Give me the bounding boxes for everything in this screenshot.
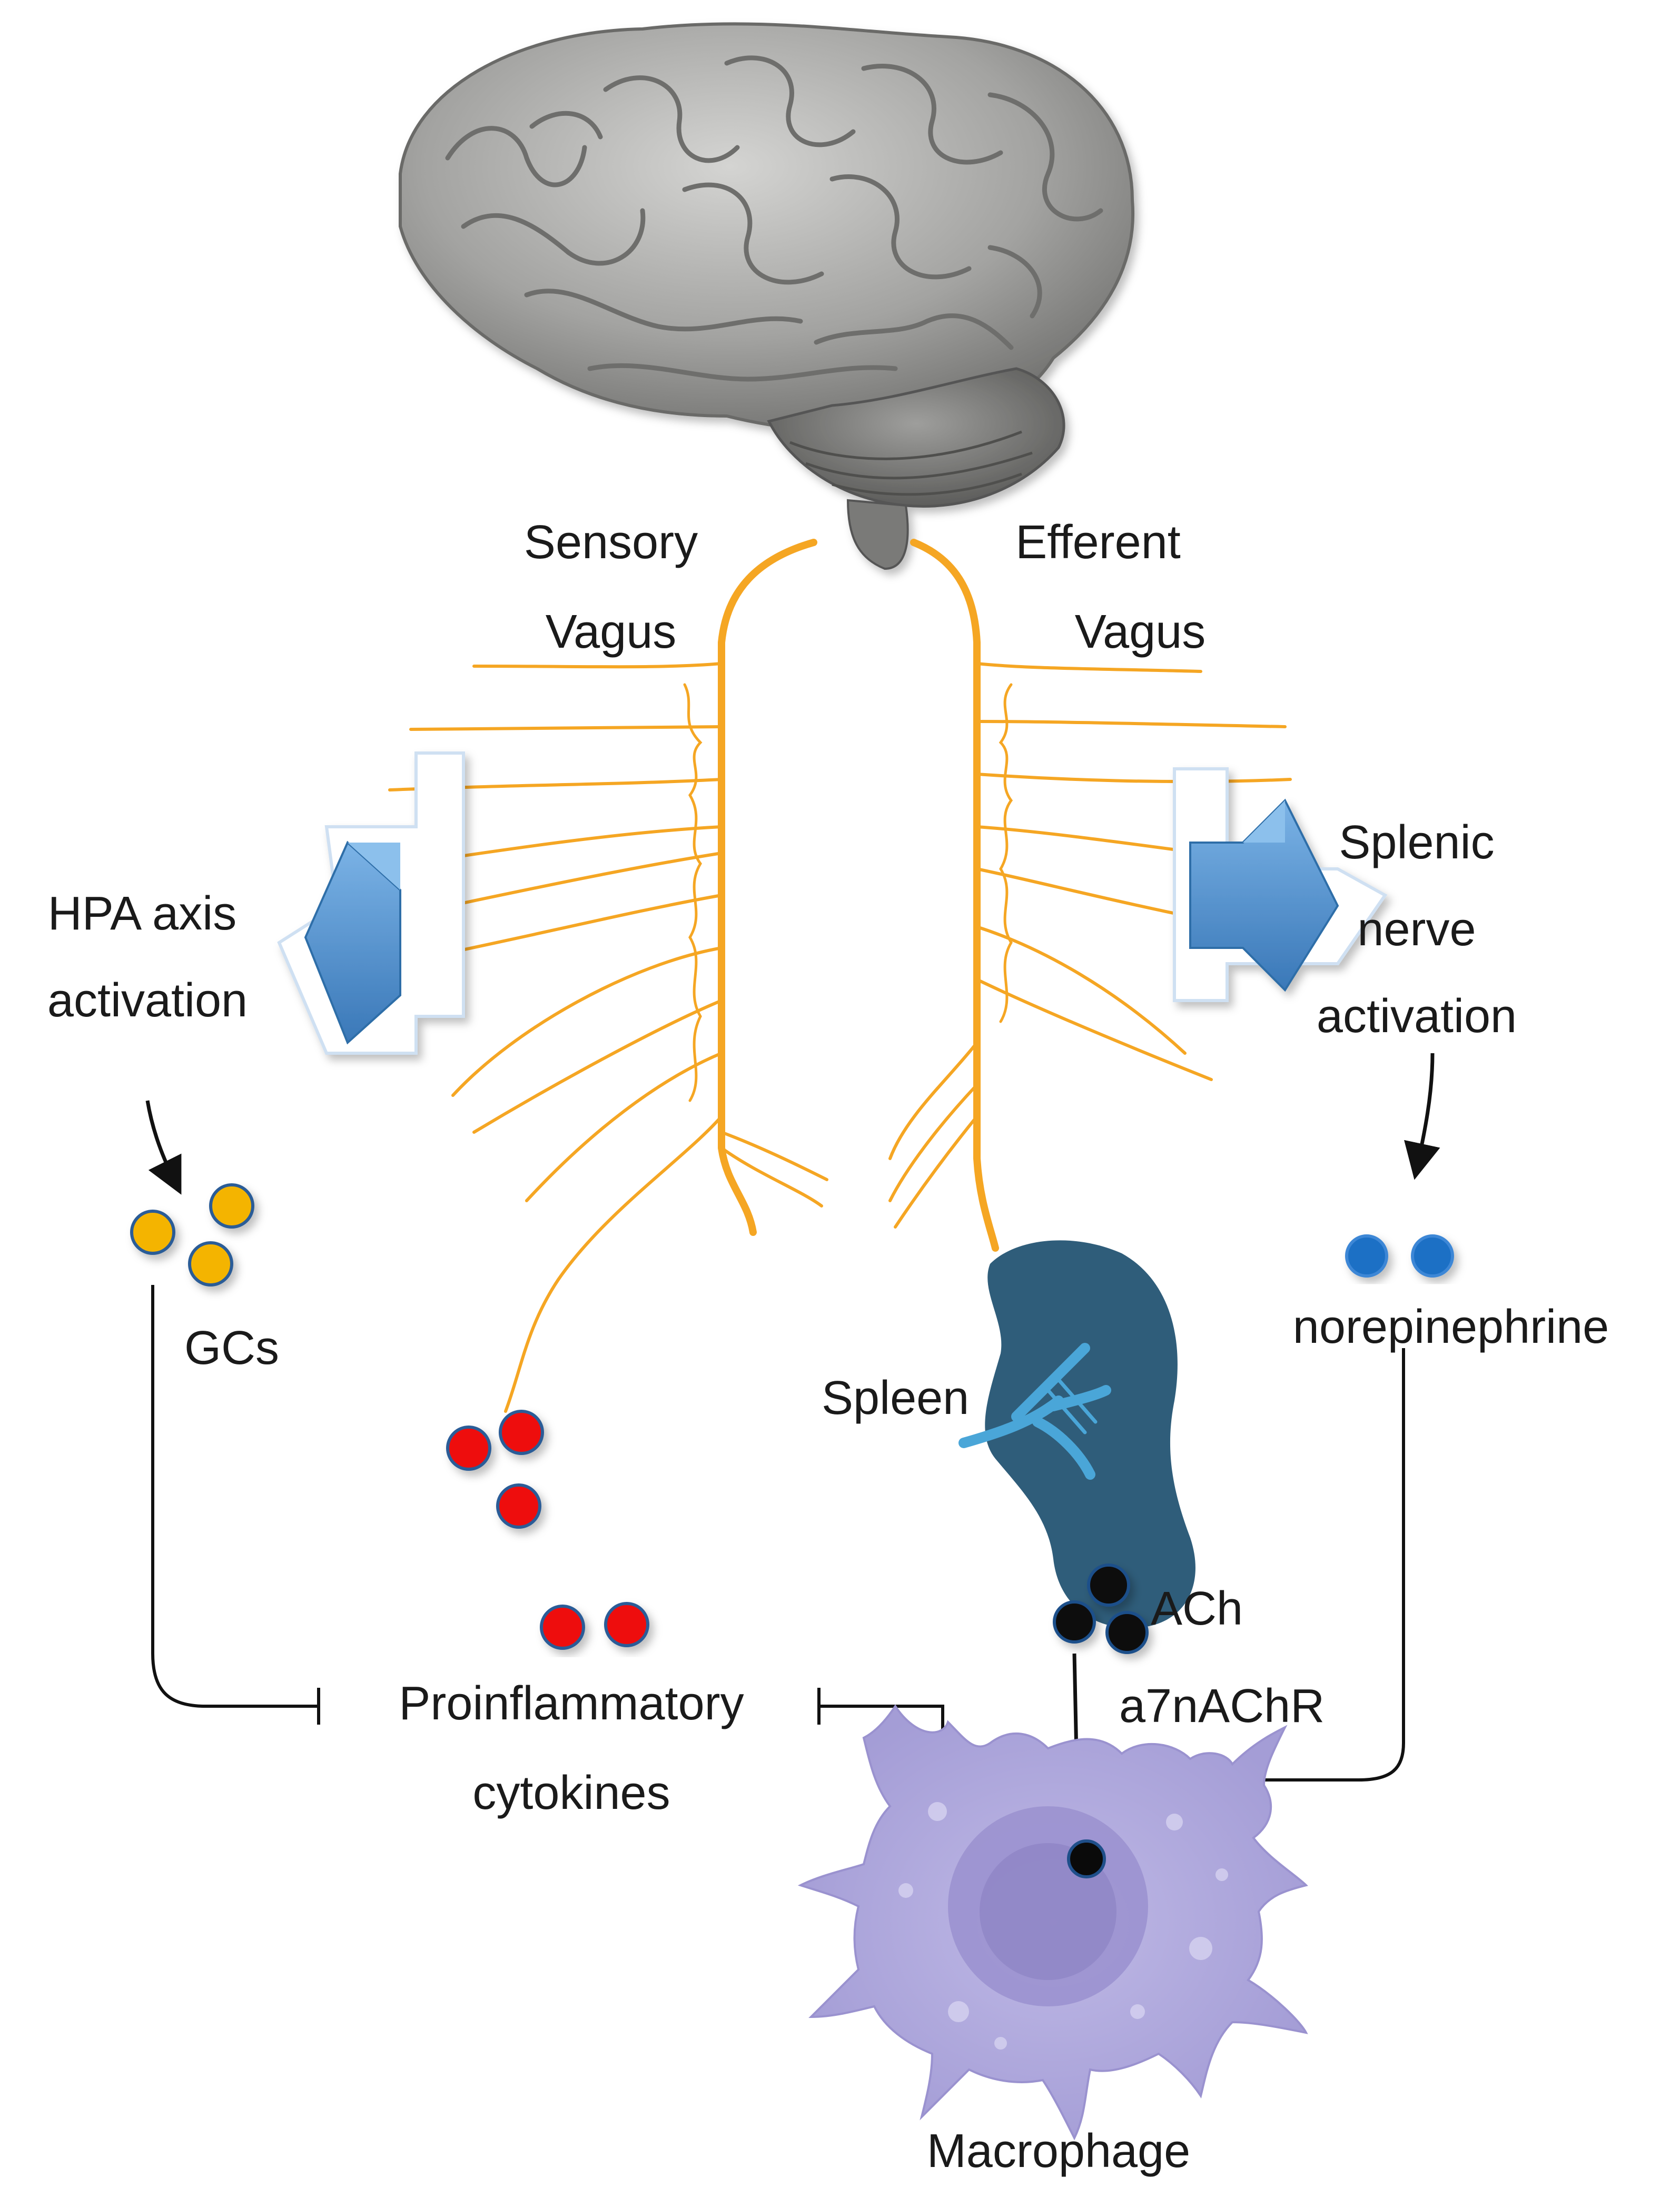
brain-illustration <box>399 22 1134 570</box>
gcs-label: GCs <box>184 1322 279 1374</box>
norepinephrine-label: norepinephrine <box>1292 1301 1609 1353</box>
efferent-label-line1: Efferent <box>1015 516 1181 569</box>
cerebellum-folia <box>789 430 1033 496</box>
hpa-label-line1: HPA axis <box>47 887 237 940</box>
gcs-inhibit-line <box>151 1285 320 1725</box>
a7nachr-label: a7nAChR <box>1119 1680 1325 1733</box>
cytokine-molecules-cluster <box>446 1410 544 1529</box>
ach-molecules <box>1053 1563 1149 1654</box>
splenic-arrow <box>1173 767 1388 1002</box>
brain-gyri <box>445 55 1103 382</box>
hpa-label-line2: activation <box>47 974 248 1027</box>
efferent-label-line2: Vagus <box>1074 606 1206 658</box>
macrophage-label: Macrophage <box>926 2125 1191 2178</box>
norepinephrine-molecules <box>1345 1234 1454 1278</box>
sensory-label-line1: Sensory <box>523 516 698 569</box>
spleen-illustration <box>958 1240 1195 1628</box>
proinflammatory-label-line1: Proinflammatory <box>399 1677 744 1730</box>
hpa-arrow <box>277 751 465 1055</box>
splenic-label-line3: activation <box>1316 990 1517 1043</box>
cytokine-molecules-pair <box>540 1602 649 1650</box>
hpa-to-gcs-arrow <box>145 1100 182 1195</box>
gcs-molecules <box>130 1183 254 1286</box>
macrophage-cell <box>797 1704 1308 2141</box>
efferent-vagus-nerve <box>888 539 1292 1252</box>
sensory-label-line2: Vagus <box>545 606 677 658</box>
splenic-label-line2: nerve <box>1357 903 1476 956</box>
ach-label: ACh <box>1151 1582 1243 1635</box>
proinflammatory-label-line2: cytokines <box>472 1767 670 1819</box>
splenic-to-norepinephrine-arrow <box>1404 1053 1440 1180</box>
a7nachr-receptor-dot <box>1067 1839 1106 1878</box>
splenic-label-line1: Splenic <box>1339 816 1495 869</box>
spleen-label: Spleen <box>822 1372 970 1424</box>
